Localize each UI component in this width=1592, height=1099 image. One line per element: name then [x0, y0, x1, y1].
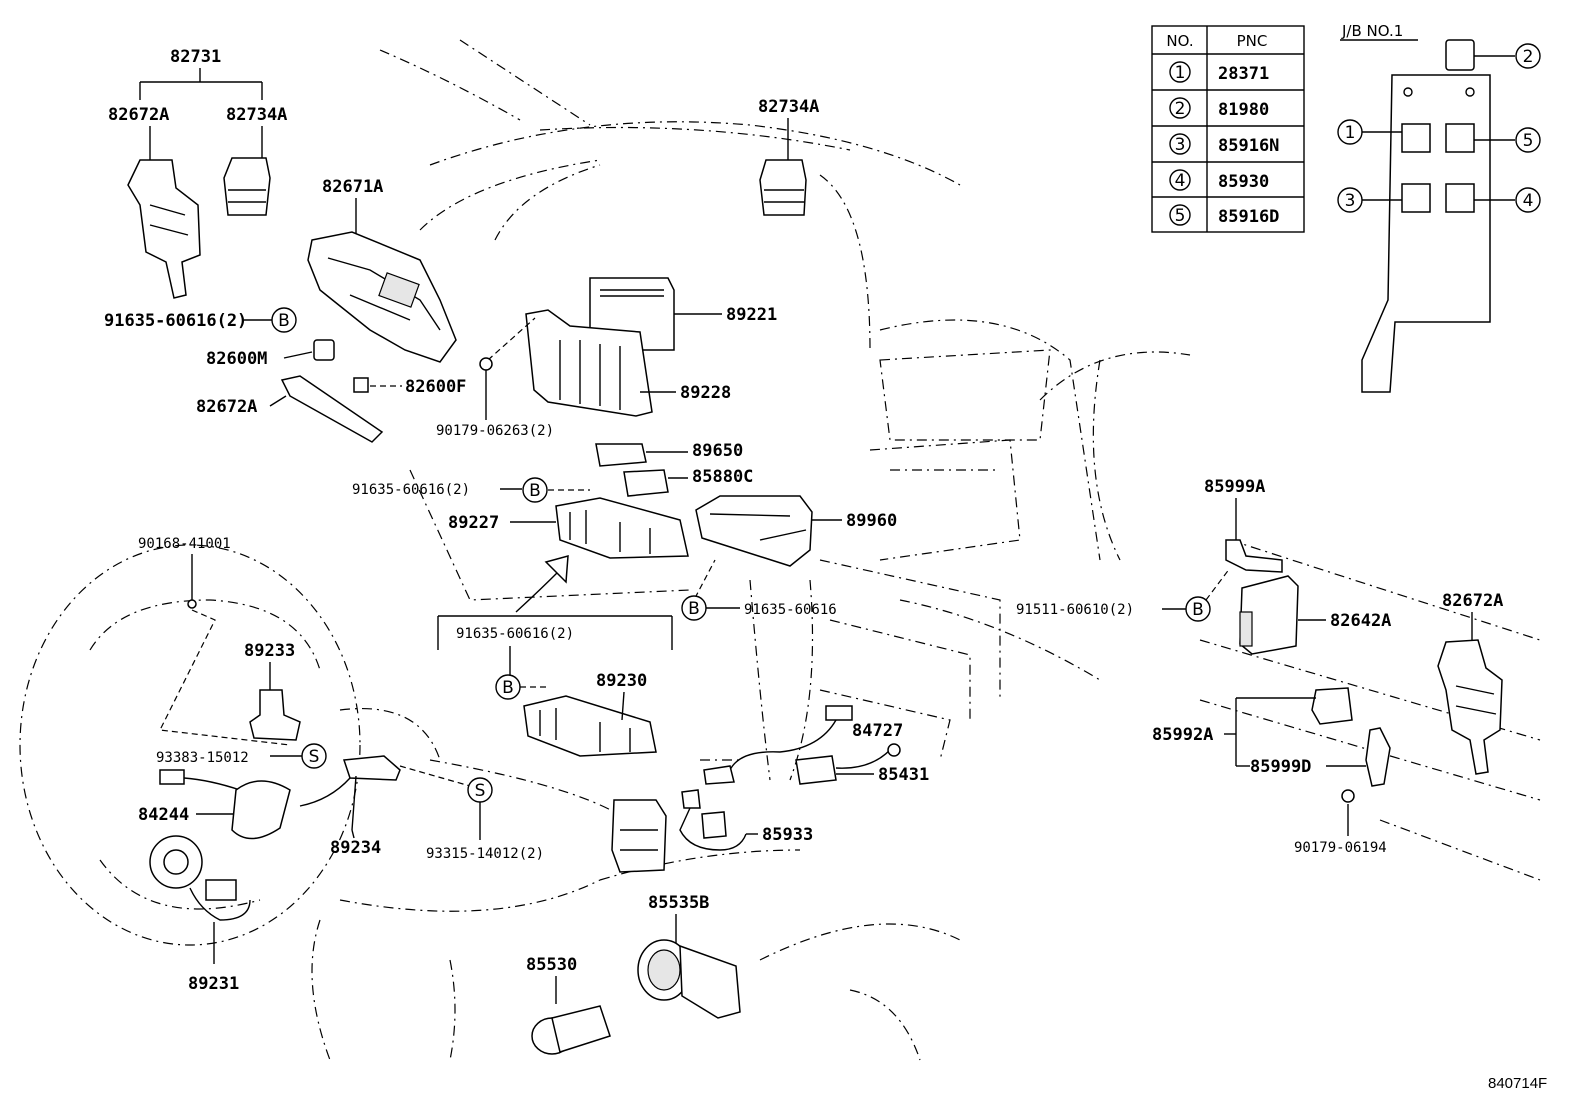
part-label-93383-15012: 93383-15012: [156, 750, 249, 766]
table-row-pnc: 81980: [1218, 100, 1269, 120]
table-row-no: 4: [1175, 171, 1186, 191]
part-label-89231: 89231: [188, 974, 239, 994]
bolt-marker: B: [529, 481, 541, 501]
part-label-91635-60616-2: 91635-60616(2): [104, 311, 247, 331]
part-label-85992A: 85992A: [1152, 725, 1213, 745]
part-label-84244: 84244: [138, 805, 189, 825]
table-row-no: 1: [1175, 63, 1186, 83]
part-label-84727: 84727: [852, 721, 903, 741]
screw-marker: S: [475, 781, 486, 801]
part-label-85535B: 85535B: [648, 893, 709, 913]
part-label-85999A: 85999A: [1204, 477, 1265, 497]
part-label-82672A: 82672A: [108, 105, 169, 125]
bolt-marker: B: [502, 678, 514, 698]
table-row-pnc: 85930: [1218, 172, 1269, 192]
pnc-table: NO. PNC 1 28371 2 81980 3 85916N 4 85930…: [1151, 25, 1305, 233]
part-group-89230: 91635-60616(2) B 89230: [437, 615, 673, 757]
bolt-marker: B: [278, 311, 290, 331]
part-label-82671A: 82671A: [322, 177, 383, 197]
part-group-right: 85999A 91511-60610(2) B 82642A 82672A 85…: [1016, 477, 1503, 856]
part-label-89227: 89227: [448, 513, 499, 533]
part-label-91635-60616-2: 91635-60616(2): [456, 626, 574, 642]
jb-callout-5: 5: [1523, 131, 1534, 151]
jb-callout-4: 4: [1523, 191, 1534, 211]
part-label-91635-60616-2: 91635-60616(2): [352, 482, 470, 498]
part-group-82734A: 82734A: [758, 97, 819, 216]
part-group-82671A: 82671A 91635-60616(2) B 82600M 82600F 82…: [104, 177, 466, 443]
part-group-82731: 82731 82672A 82734A: [108, 47, 287, 299]
junction-block-diagram: J/B NO.1 2 1 5 3 4: [1337, 22, 1541, 393]
table-header-pnc: PNC: [1237, 32, 1268, 50]
jb-callout-2: 2: [1523, 47, 1534, 67]
part-label-91511-60610-2: 91511-60610(2): [1016, 602, 1134, 618]
part-label-89230: 89230: [596, 671, 647, 691]
jb-callout-1: 1: [1345, 123, 1356, 143]
part-label-85530: 85530: [526, 955, 577, 975]
part-group-89221: 89221 89228 90179-06263(2): [436, 277, 777, 439]
part-label-82734A: 82734A: [226, 105, 287, 125]
part-label-82672A: 82672A: [196, 397, 257, 417]
part-group-steering: 90168-41001 89233 93383-15012 S 84244 89…: [138, 536, 544, 994]
part-group-89227: 89650 85880C 91635-60616(2) B 89227 8996…: [352, 441, 897, 613]
part-label-90179-06194: 90179-06194: [1294, 840, 1387, 856]
part-label-82642A: 82642A: [1330, 611, 1391, 631]
table-row-pnc: 85916N: [1218, 136, 1279, 156]
part-group-91635-60616: B 91635-60616: [681, 559, 837, 621]
part-label-85999D: 85999D: [1250, 757, 1311, 777]
table-header-no: NO.: [1166, 32, 1193, 50]
part-label-82672A: 82672A: [1442, 591, 1503, 611]
part-label-85431: 85431: [878, 765, 929, 785]
table-row-pnc: 85916D: [1218, 207, 1279, 227]
part-label-89221: 89221: [726, 305, 777, 325]
part-label-93315-14012-2: 93315-14012(2): [426, 846, 544, 862]
part-label-90179-06263-2: 90179-06263(2): [436, 423, 554, 439]
part-label-85933: 85933: [762, 825, 813, 845]
part-label-91635-60616: 91635-60616: [744, 602, 837, 618]
table-row-no: 3: [1175, 135, 1186, 155]
bolt-marker: B: [688, 599, 700, 619]
part-label-82600M: 82600M: [206, 349, 267, 369]
part-label-82600F: 82600F: [405, 377, 466, 397]
screw-marker: S: [309, 747, 320, 767]
diagram-code: 840714F: [1488, 1075, 1547, 1092]
part-label-85880C: 85880C: [692, 467, 753, 487]
part-label-90168-41001: 90168-41001: [138, 536, 231, 552]
part-label-89233: 89233: [244, 641, 295, 661]
table-row-no: 5: [1175, 206, 1186, 226]
part-label-89960: 89960: [846, 511, 897, 531]
table-row-pnc: 28371: [1218, 64, 1269, 84]
junction-block-title: J/B NO.1: [1341, 22, 1403, 40]
part-label-89234: 89234: [330, 838, 381, 858]
jb-callout-3: 3: [1345, 191, 1356, 211]
part-label-89228: 89228: [680, 383, 731, 403]
bolt-marker: B: [1192, 600, 1204, 620]
part-label-89650: 89650: [692, 441, 743, 461]
part-label-82734A: 82734A: [758, 97, 819, 117]
table-row-no: 2: [1175, 99, 1186, 119]
part-label-82731: 82731: [170, 47, 221, 67]
part-group-console: 84727 85431 85933 85535B 85530: [526, 705, 929, 1055]
